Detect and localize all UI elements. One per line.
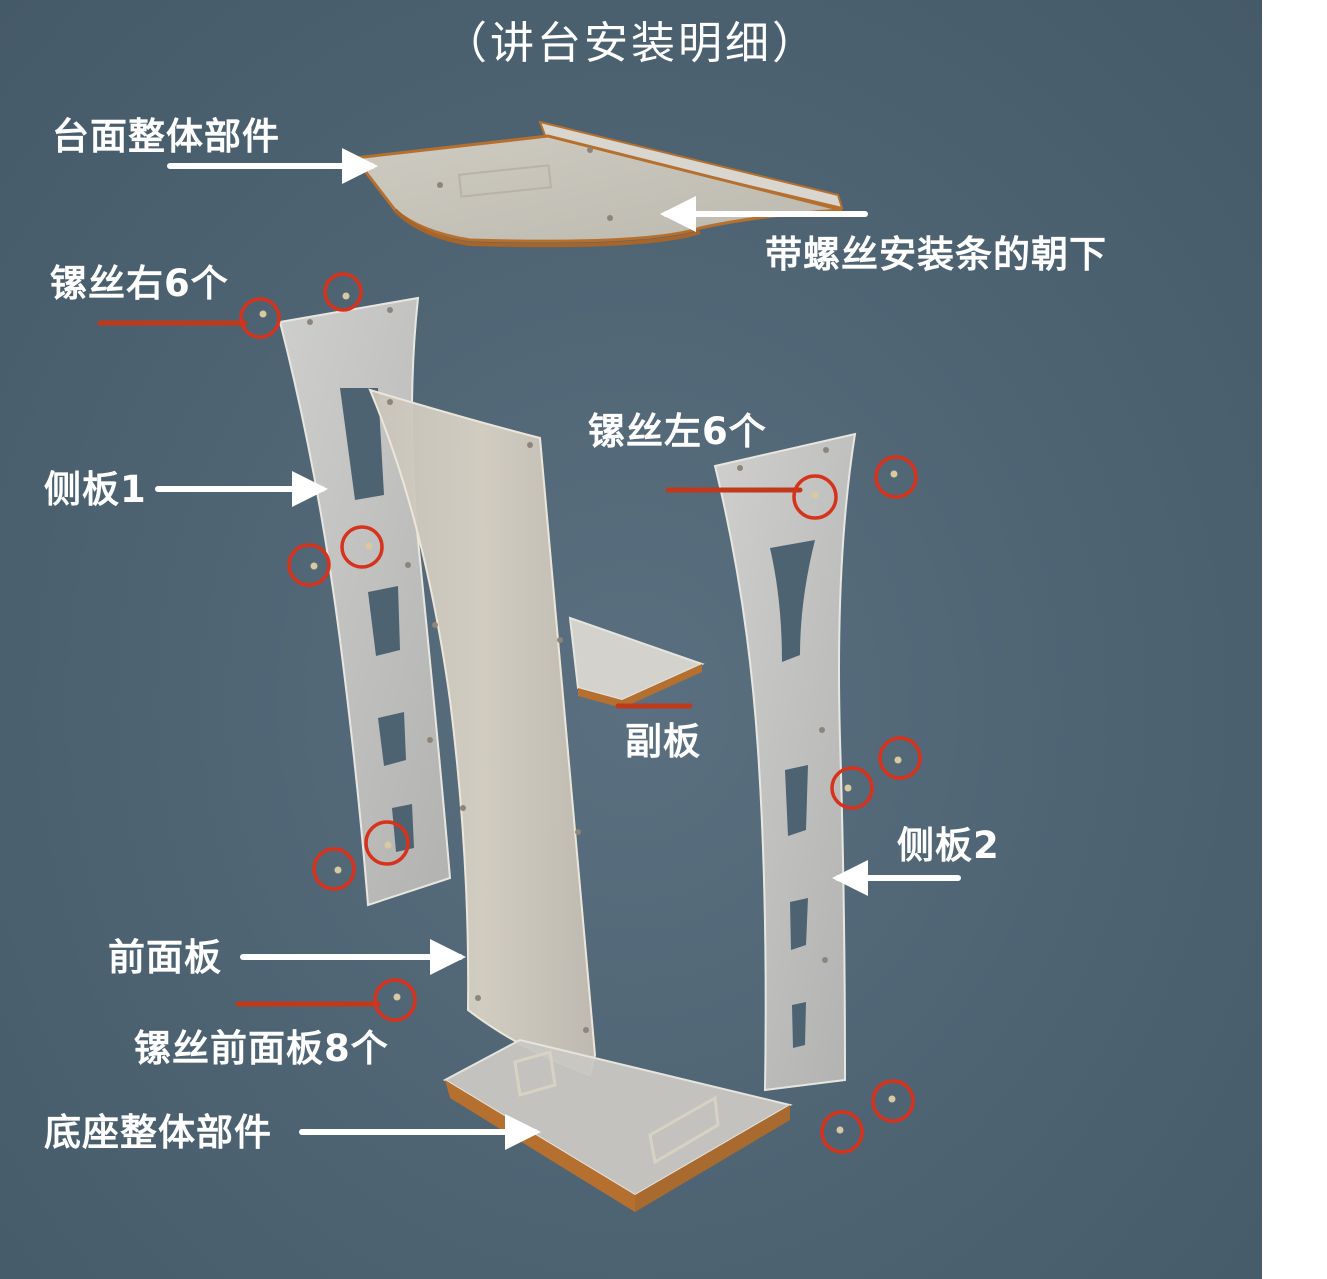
screw-marker — [312, 847, 356, 891]
side-panel-1-part — [278, 296, 452, 907]
screw-marker — [878, 736, 922, 780]
label-screw-strip-down: 带螺丝安装条的朝下 — [765, 233, 1107, 276]
screw-marker — [820, 1110, 864, 1154]
diagram-canvas: （讲台安装明细） 台面整体部件 带螺丝安装条的朝下 镙丝右6个 侧板1 镙丝左6… — [0, 0, 1262, 1279]
exploded-assembly-drawing — [97, 120, 961, 1212]
screw-marker — [792, 474, 838, 520]
screw-marker — [871, 1079, 915, 1123]
white-pointers — [155, 148, 961, 1150]
screw-marker — [874, 455, 918, 499]
screw-marker — [340, 525, 384, 569]
label-screws-front: 镙丝前面板8个 — [134, 1027, 389, 1070]
screw-marker — [323, 272, 363, 312]
screw-marker — [364, 820, 410, 866]
sub-panel-part — [568, 616, 705, 708]
base-assembly-part — [442, 1038, 793, 1212]
label-top-assembly: 台面整体部件 — [52, 115, 280, 158]
screw-markers — [239, 272, 922, 1154]
side-panel-2-part — [713, 432, 857, 1092]
label-side-panel-1: 侧板1 — [44, 468, 147, 511]
red-pointers — [97, 320, 803, 1007]
label-screws-right: 镙丝右6个 — [50, 262, 229, 305]
screw-marker — [373, 978, 417, 1022]
label-front-panel: 前面板 — [108, 936, 222, 979]
diagram-title: （讲台安装明细） — [443, 18, 819, 69]
blank-margin — [1262, 0, 1327, 1279]
label-base-assembly: 底座整体部件 — [44, 1111, 272, 1154]
label-screws-left: 镙丝左6个 — [588, 410, 767, 453]
label-side-panel-2: 侧板2 — [897, 824, 1000, 867]
screw-marker — [239, 297, 281, 339]
top-assembly-part — [352, 120, 844, 248]
screw-marker — [830, 766, 874, 810]
label-sub-panel: 副板 — [625, 720, 701, 763]
screw-marker — [287, 543, 331, 587]
